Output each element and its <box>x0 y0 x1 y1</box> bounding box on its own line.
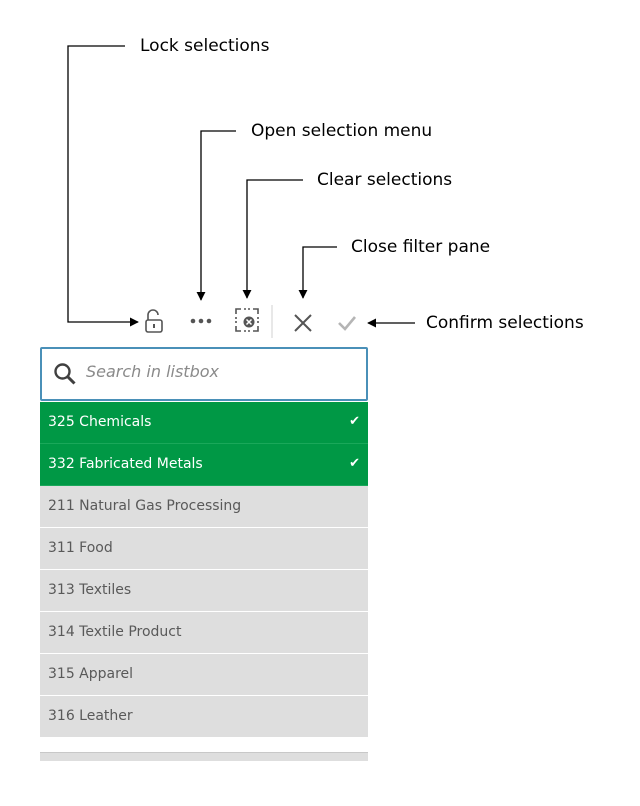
clear-callout-line <box>242 179 303 299</box>
list-item[interactable]: 211 Natural Gas Processing <box>40 486 368 528</box>
list-item-label: 316 Leather <box>48 708 133 724</box>
listbox-next-row-partial <box>40 752 368 761</box>
list-item-label: 314 Textile Product <box>48 624 182 640</box>
listbox-rows: 325 Chemicals ✔ 332 Fabricated Metals ✔ 211 … <box>40 402 368 738</box>
lock-callout-line <box>67 45 139 327</box>
listbox: Search in listbox 325 Chemicals✔332 Fabr… <box>40 347 368 761</box>
close-icon[interactable] <box>292 312 314 334</box>
list-item[interactable]: 332 Fabricated Metals ✔ <box>40 444 368 486</box>
confirm-icon[interactable] <box>336 313 358 333</box>
list-item[interactable]: 316 Leather <box>40 696 368 738</box>
clear-callout-label: Clear selections <box>317 170 453 190</box>
search-icon <box>54 363 76 385</box>
search-input[interactable]: Search in listbox <box>86 362 219 381</box>
list-item-label: 211 Natural Gas Processing <box>48 498 242 514</box>
close-callout-line <box>298 246 337 299</box>
selected-check-icon: ✔ <box>349 414 360 429</box>
list-item[interactable]: 311 Food <box>40 528 368 570</box>
menu-callout-line <box>196 130 236 301</box>
list-item-label: 315 Apparel <box>48 666 134 682</box>
menu-callout-label: Open selection menu <box>251 121 433 141</box>
lock-icon[interactable] <box>142 308 166 334</box>
list-item[interactable]: 315 Apparel <box>40 654 368 696</box>
search-box[interactable]: Search in listbox <box>40 347 368 401</box>
list-item[interactable]: 314 Textile Product <box>40 612 368 654</box>
list-item[interactable]: 325 Chemicals ✔ <box>40 402 368 444</box>
clear-selections-icon[interactable] <box>233 306 261 334</box>
more-icon[interactable] <box>188 312 214 328</box>
list-item[interactable]: 313 Textiles <box>40 570 368 612</box>
confirm-callout-label: Confirm selections <box>426 313 584 333</box>
list-item-label: 313 Textiles <box>48 582 132 598</box>
close-callout-label: Close filter pane <box>351 237 491 257</box>
selected-check-icon: ✔ <box>349 456 360 471</box>
list-item-label: 311 Food <box>48 540 113 556</box>
list-item-label: 332 Fabricated Metals <box>48 456 203 472</box>
list-item-label: 325 Chemicals <box>48 414 152 430</box>
lock-callout-label: Lock selections <box>140 36 270 56</box>
